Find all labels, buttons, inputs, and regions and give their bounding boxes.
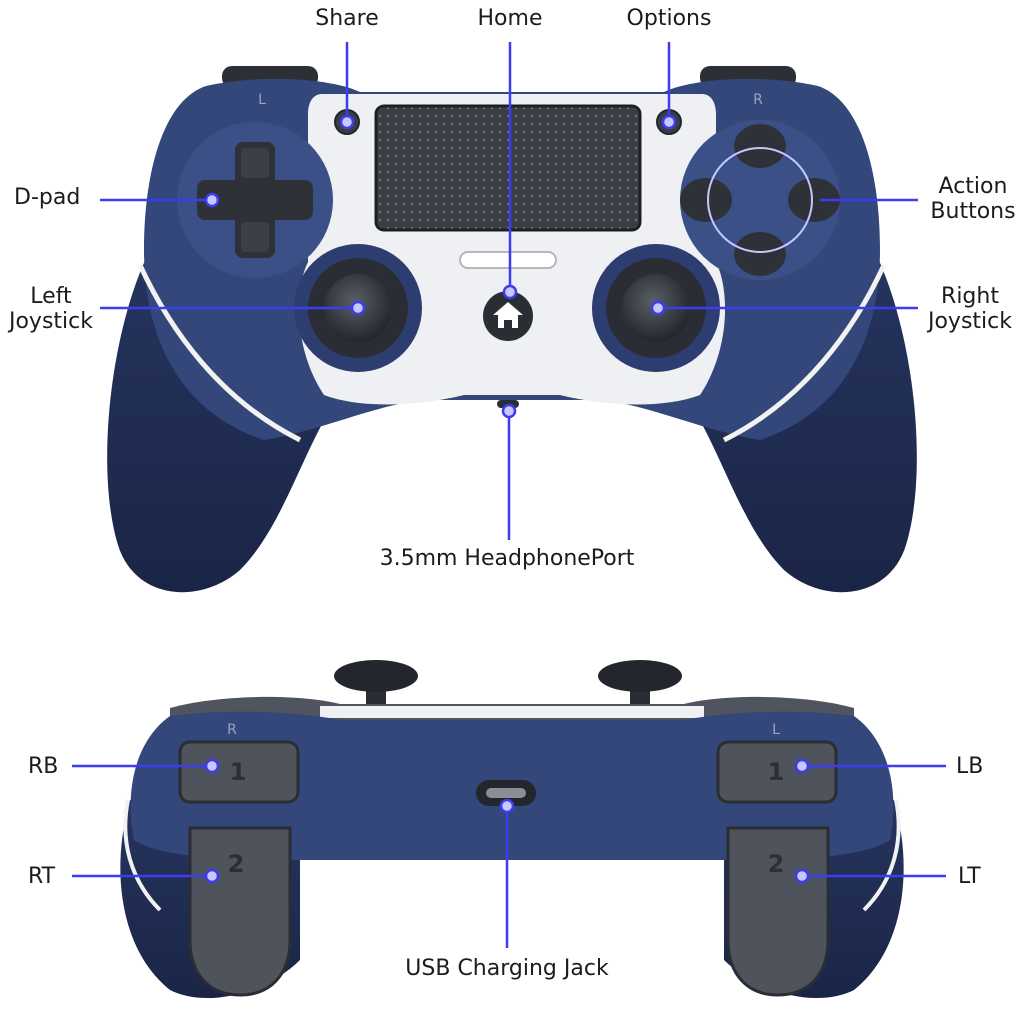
label-rb: RB [28,754,59,779]
label-rt: RT [28,864,56,889]
home-icon [493,302,523,328]
back-view-callouts [72,758,946,948]
top-view-controller: L R [107,66,917,593]
shoulder-mark-right: R [753,92,763,108]
label-left-joystick: Left Joystick [0,284,102,334]
back-view-controller: R L 1 1 2 2 [120,660,904,999]
label-right-joystick-line2: Joystick [927,309,1012,334]
top-view-callouts [100,42,918,540]
label-lt: LT [958,864,981,889]
label-action-line1: Action [938,174,1008,199]
label-share: Share [315,6,379,31]
label-lb: LB [956,754,984,779]
label-headphone-port: 3.5mm HeadphonePort [379,546,635,571]
lt-trigger: 2 [726,826,830,997]
label-dpad: D-pad [14,185,81,210]
back-shoulder-mark-left: R [227,722,237,738]
rb-number: 1 [230,758,247,786]
label-left-joystick-line1: Left [30,284,72,309]
home-button [483,291,533,341]
lt-number: 2 [768,850,785,878]
light-bar [459,251,557,269]
lb-number: 1 [768,758,785,786]
usb-c-port [476,780,536,806]
dpad [197,142,313,258]
rt-trigger: 2 [188,826,292,997]
action-buttons [680,124,840,276]
label-right-joystick: Right Joystick [918,284,1022,334]
rt-number: 2 [228,850,245,878]
label-action-buttons: Action Buttons [915,174,1024,224]
label-options: Options [626,6,712,31]
shoulder-mark-left: L [258,92,266,108]
back-shoulder-mark-right: L [772,722,780,738]
touchpad [374,104,642,232]
label-usb-charging-jack: USB Charging Jack [405,956,609,981]
label-right-joystick-line1: Right [941,284,999,309]
label-left-joystick-line2: Joystick [8,309,93,334]
rb-bumper: 1 [178,740,300,804]
label-home: Home [477,6,543,31]
lb-bumper: 1 [716,740,838,804]
label-action-line2: Buttons [930,199,1016,224]
